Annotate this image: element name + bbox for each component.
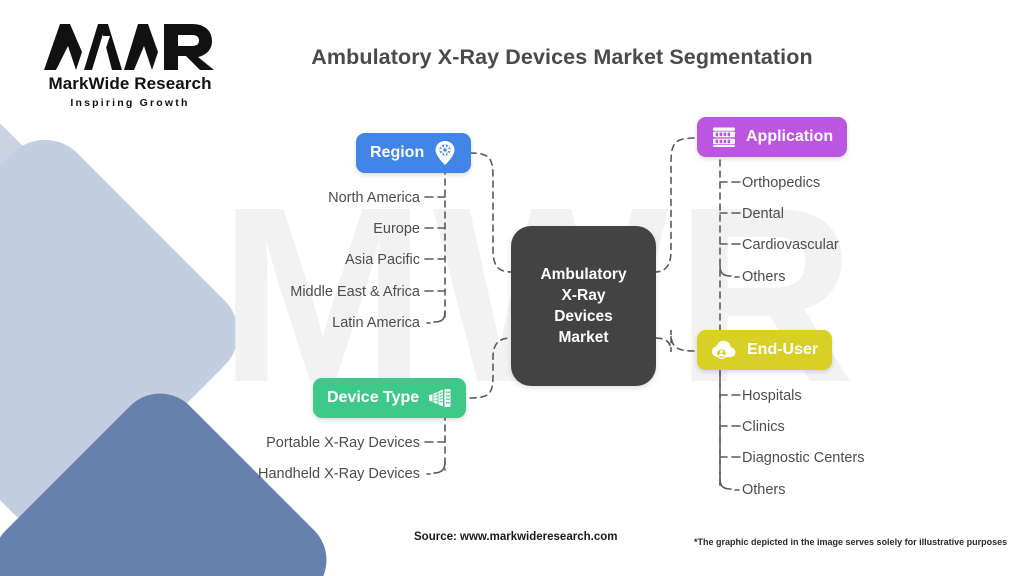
central-node: Ambulatory X-Ray Devices Market	[511, 226, 656, 386]
branch-label-device-type: Device Type	[327, 389, 420, 406]
branch-pill-end-user[interactable]: End-User	[697, 330, 833, 370]
logo-mark-icon	[40, 22, 220, 72]
leaf-item-end-user-0: Hospitals	[742, 388, 802, 404]
central-node-line-3: Devices	[554, 308, 613, 325]
leaf-item-application-0: Orthopedics	[742, 175, 821, 191]
building-blocks-icon	[428, 387, 452, 409]
leaf-item-region-3: Middle East & Africa	[290, 284, 420, 300]
leaf-item-device-type-0: Portable X-Ray Devices	[266, 435, 420, 451]
central-node-line-2: X-Ray	[561, 287, 606, 304]
brand-logo: MarkWide Research Inspiring Growth	[40, 22, 220, 109]
cloud-user-icon	[711, 339, 738, 361]
branch-label-application: Application	[746, 128, 834, 145]
leaf-item-region-0: North America	[328, 190, 420, 206]
central-node-label: Ambulatory X-Ray Devices Market	[540, 264, 626, 348]
leaf-item-device-type-1: Handheld X-Ray Devices	[258, 466, 420, 482]
page-title: Ambulatory X-Ray Devices Market Segmenta…	[311, 45, 813, 69]
leaf-item-end-user-1: Clinics	[742, 419, 785, 435]
source-label: Source: www.markwideresearch.com	[414, 531, 618, 543]
location-pin-gear-icon	[433, 140, 457, 166]
leaf-item-application-3: Others	[742, 269, 786, 285]
leaf-item-region-4: Latin America	[332, 315, 420, 331]
logo-tagline: Inspiring Growth	[70, 97, 190, 109]
logo-company-name: MarkWide Research	[48, 74, 212, 93]
dental-teeth-icon	[711, 125, 737, 149]
leaf-item-application-1: Dental	[742, 206, 784, 222]
branch-pill-application[interactable]: Application	[697, 117, 848, 157]
branch-pill-region[interactable]: Region	[356, 133, 472, 173]
central-node-line-4: Market	[558, 329, 609, 346]
branch-label-region: Region	[370, 144, 425, 161]
leaf-item-region-2: Asia Pacific	[345, 252, 420, 268]
leaf-item-application-2: Cardiovascular	[742, 237, 839, 253]
central-node-line-1: Ambulatory	[540, 266, 627, 283]
branch-pill-device-type[interactable]: Device Type	[313, 378, 467, 418]
leaf-item-end-user-3: Others	[742, 482, 786, 498]
leaf-item-region-1: Europe	[373, 221, 420, 237]
disclaimer-text: *The graphic depicted in the image serve…	[694, 537, 1008, 547]
leaf-item-end-user-2: Diagnostic Centers	[742, 450, 865, 466]
branch-label-end-user: End-User	[747, 341, 819, 358]
